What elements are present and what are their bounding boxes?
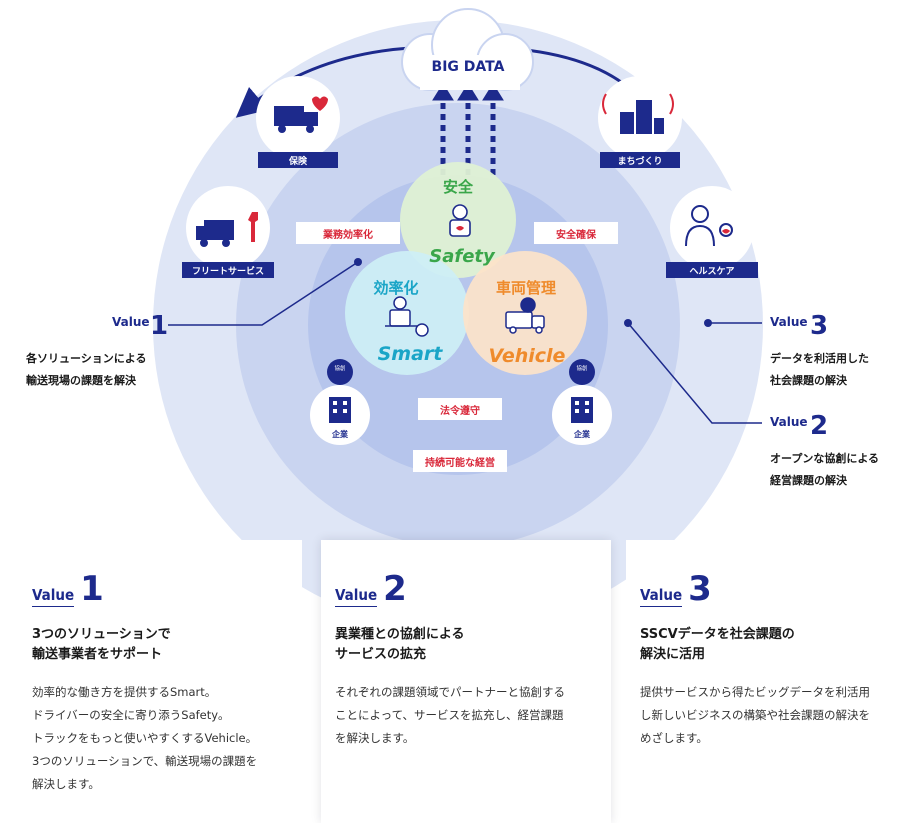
card-1-title: Value 1 xyxy=(32,572,282,607)
label-compliance: 法令遵守 xyxy=(440,404,480,417)
card-3-title: Value 3 xyxy=(640,572,898,607)
callout-v2-line1: オープンな協創による xyxy=(770,451,879,465)
card-3-body-line: 提供サービスから得たビッグデータを利活用 xyxy=(640,685,870,699)
card-3-body-line: めざします。 xyxy=(640,731,708,745)
card-1-value-num: 1 xyxy=(80,569,104,609)
health-label: ヘルスケア xyxy=(689,266,734,277)
callout-v1-line2: 輸送現場の課題を解決 xyxy=(26,373,137,387)
card-2-body-line: を解決します。 xyxy=(335,731,415,745)
card-3-heading-line: 解決に活用 xyxy=(640,647,706,662)
big-data-label: BIG DATA xyxy=(432,59,505,75)
health-badge xyxy=(670,186,754,270)
vehicle-en: Vehicle xyxy=(489,345,566,367)
card-3-heading: SSCVデータを社会課題の 解決に活用 xyxy=(640,625,898,665)
smart-jp: 効率化 xyxy=(373,279,418,297)
safety-en: Safety xyxy=(429,246,496,267)
vehicle-jp: 車両管理 xyxy=(496,279,556,297)
label-sustainable: 持続可能な経営 xyxy=(425,456,495,469)
card-1-heading: 3つのソリューションで 輸送事業者をサポート xyxy=(32,625,282,665)
insurance-truck-icon xyxy=(274,96,328,133)
callout-v1-num: 1 xyxy=(150,311,168,341)
card-2-heading: 異業種との協創による サービスの拡充 xyxy=(335,625,597,665)
town-label: まちづくり xyxy=(617,155,662,167)
value-card-2: Value 2 異業種との協創による サービスの拡充 それぞれの課題領域でパート… xyxy=(321,540,611,823)
card-2-heading-line: 異業種との協創による xyxy=(335,627,465,642)
company-right-building-icon xyxy=(571,397,593,423)
card-3-body-line: し新しいビジネスの構築や社会課題の解決を xyxy=(640,708,870,722)
card-3-value-word: Value xyxy=(640,586,683,607)
leader-v1 xyxy=(168,261,359,326)
callout-v3-num: 3 xyxy=(810,311,828,341)
label-safety-assurance: 安全確保 xyxy=(556,228,597,241)
data-arrows-icon xyxy=(432,83,504,175)
callout-v3-line2: 社会課題の解決 xyxy=(769,373,848,387)
card-2-heading-line: サービスの拡充 xyxy=(335,647,427,662)
big-data-cloud-icon xyxy=(401,8,534,91)
card-1-heading-line: 輸送事業者をサポート xyxy=(32,647,163,662)
card-2-value-num: 2 xyxy=(383,569,407,609)
card-2-title: Value 2 xyxy=(335,572,597,607)
company-right-cocreation: 協創 xyxy=(576,364,587,372)
card-2-body: それぞれの課題領域でパートナーと協創する ことによって、サービスを拡充し、経営課… xyxy=(335,681,597,750)
arrow-left xyxy=(235,46,411,118)
label-efficiency: 業務効率化 xyxy=(322,228,373,241)
doctor-icon xyxy=(685,205,733,247)
card-1-body-line: ドライバーの安全に寄り添うSafety。 xyxy=(32,708,230,722)
company-left-cocreation: 協創 xyxy=(334,364,345,372)
card-1-body-line: 解決します。 xyxy=(32,777,100,791)
card-1-body-line: 効率的な働き方を提供するSmart。 xyxy=(32,685,217,699)
callout-v3-line1: データを利活用した xyxy=(770,351,869,365)
card-3-value-num: 3 xyxy=(688,569,712,609)
fleet-label: フリートサービス xyxy=(192,265,264,277)
callout-v1-word: Value xyxy=(112,315,150,329)
value-card-3: Value 3 SSCVデータを社会課題の 解決に活用 提供サービスから得たビッ… xyxy=(626,540,910,823)
card-1-value-word: Value xyxy=(32,586,75,607)
card-1-body-line: トラックをもっと使いやすくするVehicle。 xyxy=(32,731,258,745)
card-1-heading-line: 3つのソリューションで xyxy=(32,627,171,642)
value-card-1: Value 1 3つのソリューションで 輸送事業者をサポート 効率的な働き方を提… xyxy=(12,540,302,823)
card-2-body-line: ことによって、サービスを拡充し、経営課題 xyxy=(335,708,564,722)
card-2-body-line: それぞれの課題領域でパートナーと協創する xyxy=(335,685,565,699)
fleet-truck-icon xyxy=(196,212,258,247)
vehicle-truck-icon xyxy=(505,297,545,334)
company-right-label: 企業 xyxy=(573,429,591,439)
smart-worker-icon xyxy=(385,296,429,337)
card-3-body: 提供サービスから得たビッグデータを利活用 し新しいビジネスの構築や社会課題の解決… xyxy=(640,681,898,750)
card-3-heading-line: SSCVデータを社会課題の xyxy=(640,627,795,642)
leader-v2 xyxy=(627,322,762,424)
card-2-value-word: Value xyxy=(335,586,378,607)
safety-jp: 安全 xyxy=(443,178,474,196)
card-1-body: 効率的な働き方を提供するSmart。 ドライバーの安全に寄り添うSafety。 … xyxy=(32,681,282,796)
callout-v2-line2: 経営課題の解決 xyxy=(770,473,848,487)
company-left-label: 企業 xyxy=(331,429,349,439)
callout-v2-word: Value xyxy=(770,415,808,429)
callout-v2-num: 2 xyxy=(810,411,828,441)
smart-en: Smart xyxy=(378,343,444,365)
safety-driver-icon xyxy=(449,204,471,237)
card-1-body-line: 3つのソリューションで、輸送現場の課題を xyxy=(32,754,258,768)
callout-v1-line1: 各ソリューションによる xyxy=(25,351,146,365)
city-buildings-icon xyxy=(602,93,674,134)
insurance-label: 保険 xyxy=(288,155,308,167)
callout-v3-word: Value xyxy=(770,315,808,329)
company-left-building-icon xyxy=(329,397,351,423)
